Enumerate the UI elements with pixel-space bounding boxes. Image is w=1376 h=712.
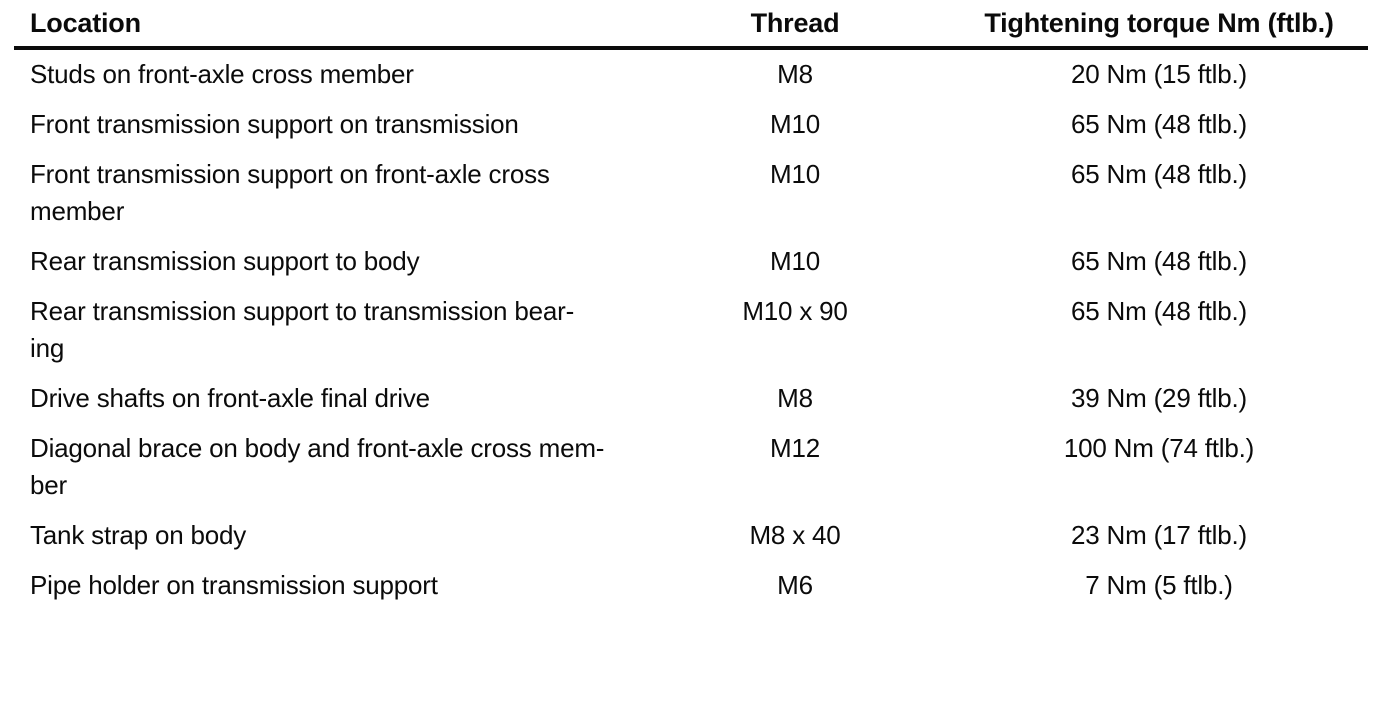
table-row: Pipe holder on transmission support M6 7…	[14, 561, 1368, 611]
thread-cell: M8 x 40	[749, 520, 841, 550]
thread-cell: M8	[777, 59, 813, 89]
table-row: Drive shafts on front-axle final drive M…	[14, 374, 1368, 424]
location-cell: Drive shafts on front-axle final drive	[30, 383, 430, 413]
location-cell: Rear transmission support to transmissio…	[30, 296, 575, 363]
table-row: Rear transmission support to body M10 65…	[14, 237, 1368, 287]
table-body: Studs on front-axle cross member M8 20 N…	[14, 48, 1368, 611]
location-cell: Tank strap on body	[30, 520, 247, 550]
torque-cell: 23 Nm (17 ftlb.)	[1071, 520, 1247, 550]
thread-cell: M10	[770, 159, 820, 189]
torque-cell: 20 Nm (15 ftlb.)	[1071, 59, 1247, 89]
torque-cell: 65 Nm (48 ftlb.)	[1071, 109, 1247, 139]
torque-cell: 100 Nm (74 ftlb.)	[1063, 433, 1255, 463]
torque-cell: 65 Nm (48 ftlb.)	[1071, 159, 1247, 189]
torque-cell: 65 Nm (48 ftlb.)	[1071, 296, 1247, 326]
table-row: Studs on front-axle cross member M8 20 N…	[14, 48, 1368, 100]
table-row: Tank strap on body M8 x 40 23 Nm (17 ftl…	[14, 511, 1368, 561]
location-cell: Rear transmission support to body	[30, 246, 420, 276]
location-cell: Front transmission support on front-axle…	[30, 159, 550, 226]
location-cell: Studs on front-axle cross member	[30, 59, 414, 89]
table-row: Diagonal brace on body and front-axle cr…	[14, 424, 1368, 511]
table-row: Front transmission support on front-axle…	[14, 150, 1368, 237]
location-cell: Front transmission support on transmissi…	[30, 109, 519, 139]
torque-cell: 39 Nm (29 ftlb.)	[1071, 383, 1247, 413]
column-header-thread: Thread	[640, 0, 950, 50]
table-row: Front transmission support on transmissi…	[14, 100, 1368, 150]
torque-table: Location Thread Tightening torque Nm (ft…	[14, 0, 1368, 611]
thread-cell: M10	[770, 246, 820, 276]
column-header-location: Location	[14, 0, 640, 50]
location-cell: Pipe holder on transmission support	[30, 570, 438, 600]
thread-cell: M10	[770, 109, 820, 139]
thread-cell: M6	[777, 570, 813, 600]
torque-cell: 7 Nm (5 ftlb.)	[1085, 570, 1233, 600]
location-cell: Diagonal brace on body and front-axle cr…	[30, 433, 605, 500]
table-header-row: Location Thread Tightening torque Nm (ft…	[14, 0, 1368, 50]
thread-cell: M8	[777, 383, 813, 413]
thread-cell: M12	[770, 433, 820, 463]
column-header-torque: Tightening torque Nm (ftlb.)	[950, 0, 1368, 50]
thread-cell: M10 x 90	[742, 296, 848, 326]
table-row: Rear transmission support to transmissio…	[14, 287, 1368, 374]
torque-cell: 65 Nm (48 ftlb.)	[1071, 246, 1247, 276]
